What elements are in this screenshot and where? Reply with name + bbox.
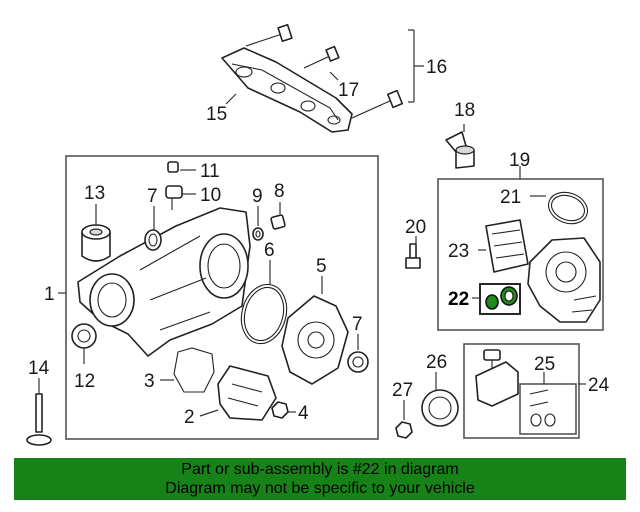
callout-13: 13 bbox=[84, 183, 105, 204]
callout-3: 3 bbox=[144, 371, 155, 392]
pump-cover bbox=[217, 365, 277, 421]
callout-7-upper: 7 bbox=[147, 186, 158, 207]
seal-kit-22 bbox=[479, 283, 521, 315]
seal-7-lower bbox=[347, 351, 369, 373]
nut bbox=[271, 401, 289, 419]
callout-2: 2 bbox=[184, 407, 195, 428]
callout-14: 14 bbox=[28, 358, 50, 379]
callout-20: 20 bbox=[405, 217, 426, 238]
mount-bushing bbox=[81, 224, 111, 262]
seal-12 bbox=[71, 323, 97, 349]
bolt-kit-25 bbox=[529, 389, 556, 427]
pump-gasket bbox=[173, 347, 215, 393]
seal-22-small bbox=[485, 294, 499, 310]
box-bolt-kit bbox=[519, 383, 577, 435]
bolt-16-upper bbox=[245, 23, 293, 47]
callout-8: 8 bbox=[274, 181, 285, 202]
cover-gasket bbox=[240, 283, 288, 345]
parts-diagram: 16 17 15 18 19 21 20 23 22 11 10 13 7 9 … bbox=[26, 23, 610, 446]
banner-line-1: Part or sub-assembly is #22 in diagram bbox=[181, 461, 459, 478]
callout-6: 6 bbox=[264, 240, 275, 261]
callout-27: 27 bbox=[392, 380, 413, 401]
info-banner: Part or sub-assembly is #22 in diagram D… bbox=[14, 458, 626, 500]
callout-17: 17 bbox=[338, 80, 359, 101]
long-bolt bbox=[26, 393, 52, 446]
washer bbox=[252, 227, 264, 241]
callout-24: 24 bbox=[588, 375, 610, 396]
bolt-16-lower bbox=[351, 89, 404, 119]
box-pump-assembly bbox=[463, 343, 580, 439]
o-ring-21 bbox=[547, 191, 589, 225]
bolt-20 bbox=[405, 243, 421, 269]
actuator-motor bbox=[527, 237, 601, 323]
sensor bbox=[165, 185, 183, 210]
vent-cap bbox=[445, 131, 475, 169]
callout-10: 10 bbox=[200, 185, 221, 206]
callout-22: 22 bbox=[448, 289, 469, 310]
callout-25: 25 bbox=[534, 354, 555, 375]
callout-5: 5 bbox=[316, 256, 327, 277]
crossmember-bracket bbox=[221, 47, 353, 133]
plug-27 bbox=[395, 421, 413, 439]
differential-housing bbox=[77, 207, 251, 357]
callout-21: 21 bbox=[500, 187, 521, 208]
control-module bbox=[485, 219, 529, 273]
callout-19: 19 bbox=[509, 150, 530, 171]
callout-11: 11 bbox=[200, 161, 220, 182]
callout-7-lower: 7 bbox=[352, 314, 363, 335]
callout-1: 1 bbox=[44, 284, 55, 305]
bolt-17 bbox=[303, 45, 340, 69]
differential-cover bbox=[281, 295, 349, 385]
callout-12: 12 bbox=[74, 371, 95, 392]
box-differential-assembly bbox=[65, 155, 379, 440]
leader-lines bbox=[38, 29, 586, 420]
pump-motor bbox=[475, 349, 519, 407]
filter-housing bbox=[421, 389, 459, 427]
seal-7-upper bbox=[144, 229, 162, 251]
callout-4: 4 bbox=[298, 403, 309, 424]
callout-23: 23 bbox=[448, 241, 469, 262]
banner-line-2: Diagram may not be specific to your vehi… bbox=[165, 480, 475, 497]
callout-9: 9 bbox=[252, 186, 263, 207]
callout-18: 18 bbox=[454, 100, 475, 121]
callout-26: 26 bbox=[426, 352, 447, 373]
drain-plug bbox=[167, 161, 179, 173]
callout-15: 15 bbox=[206, 104, 227, 125]
callout-16: 16 bbox=[426, 57, 447, 78]
fill-plug bbox=[270, 214, 286, 230]
